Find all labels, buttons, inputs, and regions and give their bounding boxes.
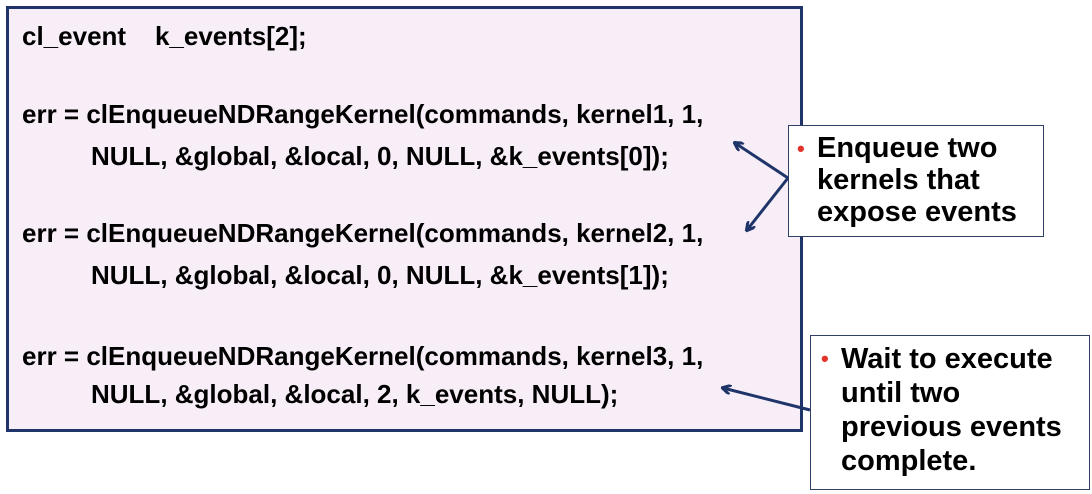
callout-wait: • Wait to execute until two previous eve… xyxy=(810,335,1090,490)
code-box: cl_event k_events[2]; err = clEnqueueNDR… xyxy=(6,6,803,432)
code-line-enqueue-kernel1-args: NULL, &global, &local, 0, NULL, &k_event… xyxy=(91,141,669,171)
bullet-icon: • xyxy=(821,346,829,371)
code-line-enqueue-kernel2-args: NULL, &global, &local, 0, NULL, &k_event… xyxy=(91,260,669,290)
callout-wait-text: Wait to execute until two previous event… xyxy=(841,343,1062,477)
callout-enqueue: • Enqueue two kernels that expose events xyxy=(788,125,1044,237)
code-line-enqueue-kernel1: err = clEnqueueNDRangeKernel(commands, k… xyxy=(22,99,704,129)
callout-enqueue-text: Enqueue two kernels that expose events xyxy=(817,132,1017,228)
bullet-icon: • xyxy=(797,136,805,161)
code-line-enqueue-kernel2: err = clEnqueueNDRangeKernel(commands, k… xyxy=(22,218,704,248)
code-line-declaration: cl_event k_events[2]; xyxy=(22,21,307,51)
code-line-enqueue-kernel3-args: NULL, &global, &local, 2, k_events, NULL… xyxy=(91,379,619,409)
code-line-enqueue-kernel3: err = clEnqueueNDRangeKernel(commands, k… xyxy=(22,341,704,371)
